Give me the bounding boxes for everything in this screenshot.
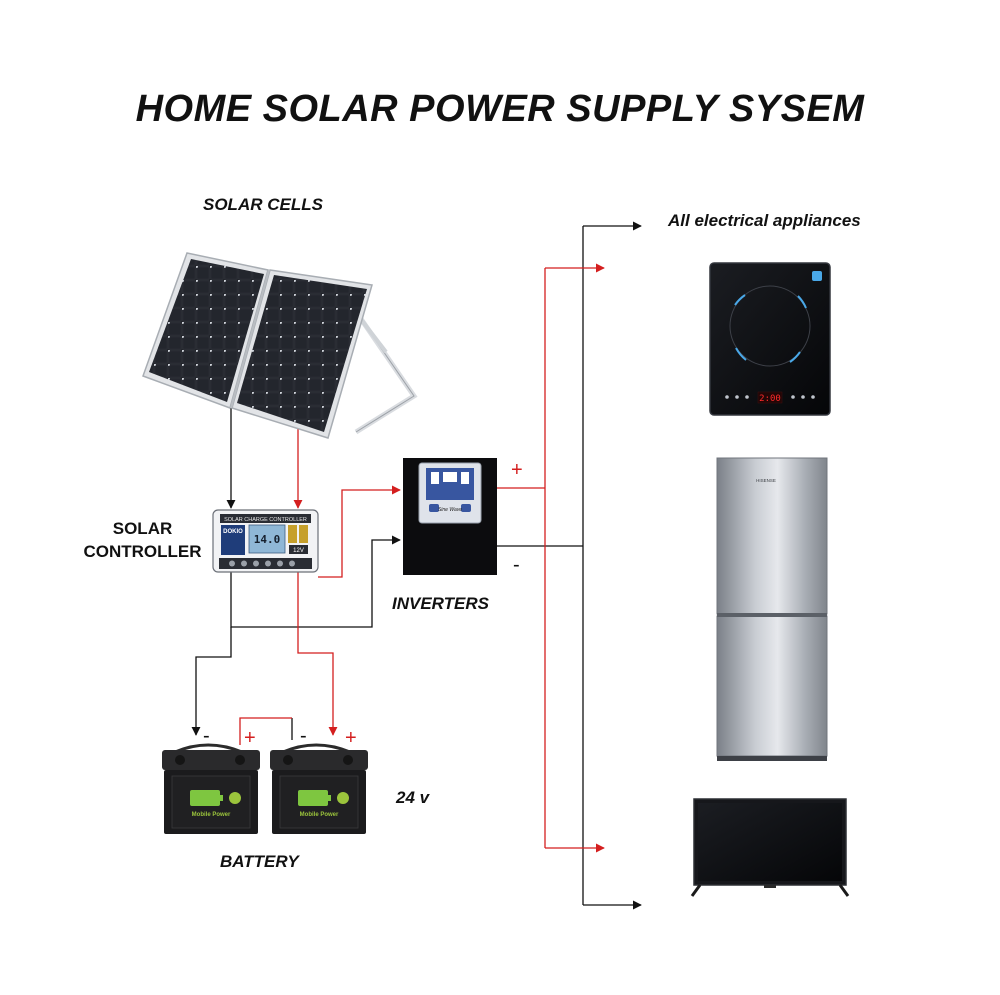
battery-left-label: Mobile Power [192, 812, 231, 818]
controller-volt-text: 12V [293, 548, 304, 554]
battery-right-image: Mobile Power [270, 743, 368, 834]
television-image [690, 798, 850, 897]
inverter-image: Sine Wave [403, 458, 497, 575]
controller-display-text: 14.0 [254, 533, 281, 546]
wire-controller-to-battery-negative [191, 627, 232, 736]
charge-controller-image: SOLAR CHARGE CONTROLLER DOKIO 14.0 12V [212, 509, 319, 573]
cooktop-display-text: 2:00 [759, 394, 781, 404]
negative-wires [191, 221, 642, 910]
fridge-brand-text: HISENSE [756, 478, 776, 483]
inverter-negative-sign: - [513, 554, 520, 576]
controller-brand-text: DOKIO [223, 529, 243, 535]
battery-right-positive-sign: + [345, 727, 357, 749]
positive-wires [239, 263, 605, 853]
inverter-badge-text: Sine Wave [438, 507, 462, 513]
wire-battery-link-positive [239, 717, 292, 745]
battery-left-negative-sign: - [203, 725, 210, 747]
battery-left-image: Mobile Power [162, 743, 260, 834]
inverter-positive-sign: + [511, 459, 523, 481]
wire-controller-to-inverter-positive [318, 485, 401, 578]
wire-controller-to-inverter-negative [230, 535, 401, 628]
appliances-label: All electrical appliances [668, 211, 861, 230]
solar-panel-image [142, 252, 418, 439]
battery-voltage-label: 24 v [396, 788, 430, 807]
wire-controller-to-battery-positive [297, 572, 338, 736]
refrigerator-image: HISENSE [716, 457, 828, 761]
solar-controller-label-line1: SOLAR [112, 519, 173, 538]
inverters-label: INVERTERS [392, 594, 489, 613]
solar-cells-label: SOLAR CELLS [203, 195, 323, 214]
solar-controller-label-line2: CONTROLLER [83, 542, 202, 561]
controller-header-text: SOLAR CHARGE CONTROLLER [224, 517, 307, 523]
battery-left-positive-sign: + [244, 727, 256, 749]
page-title: HOME SOLAR POWER SUPPLY SYSEM [135, 88, 865, 130]
induction-cooktop-image: 2:00 [709, 262, 831, 416]
solar-controller-label: SOLAR CONTROLLER [70, 517, 215, 563]
battery-right-negative-sign: - [300, 725, 307, 747]
battery-label: BATTERY [220, 852, 299, 871]
battery-right-label: Mobile Power [300, 812, 339, 818]
